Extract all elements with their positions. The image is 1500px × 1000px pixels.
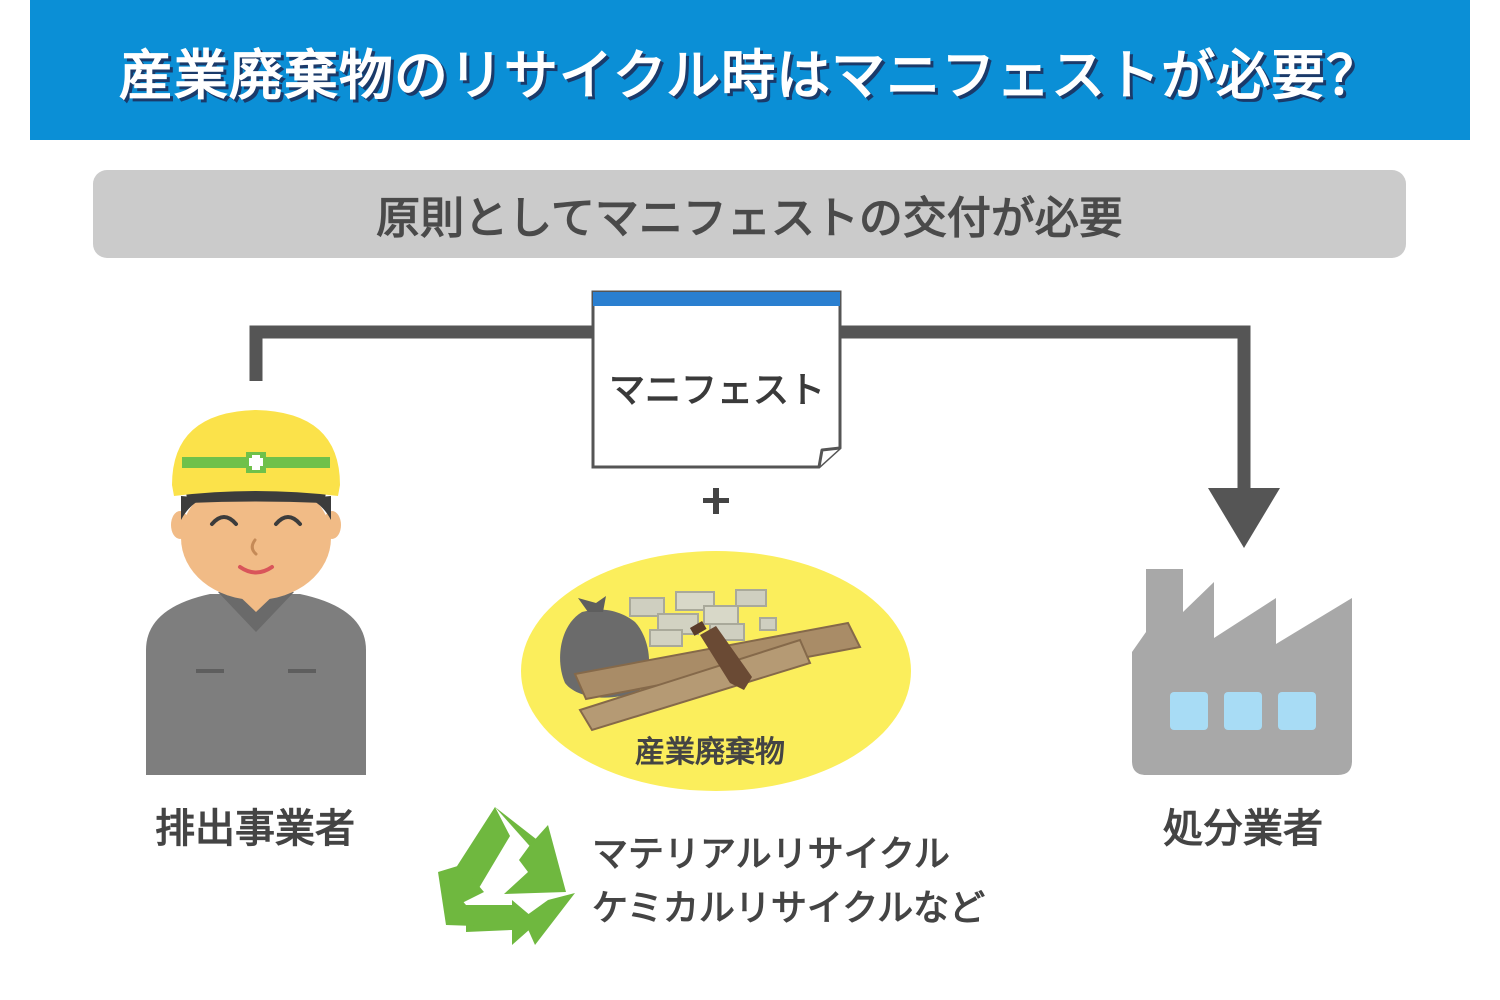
subheading-bar: 原則としてマニフェストの交付が必要 (93, 170, 1406, 258)
page-title: 産業廃棄物のリサイクル時はマニフェストが必要？ (118, 43, 1382, 107)
plus-icon (703, 488, 729, 514)
disposer-label: 処分業者 (1163, 806, 1323, 852)
worker-icon (146, 410, 366, 775)
waste-label: 産業廃棄物 (635, 735, 785, 770)
subheading-text: 原則としてマニフェストの交付が必要 (376, 193, 1123, 244)
recycle-icon (438, 807, 575, 945)
recycling-line-chemical: ケミカルリサイクルなど (592, 888, 986, 929)
recycling-line-material: マテリアルリサイクル (592, 834, 950, 875)
emitter-label: 排出事業者 (155, 806, 355, 852)
manifest-label: マニフェスト (608, 370, 825, 411)
document-icon (591, 290, 842, 469)
recycling-caption: マテリアルリサイクル ケミカルリサイクルなど (592, 828, 985, 936)
waste-pile-icon (521, 551, 911, 791)
title-banner: 産業廃棄物のリサイクル時はマニフェストが必要？ (30, 0, 1470, 140)
arrow-down-icon (1208, 488, 1280, 548)
factory-icon (1132, 569, 1352, 775)
